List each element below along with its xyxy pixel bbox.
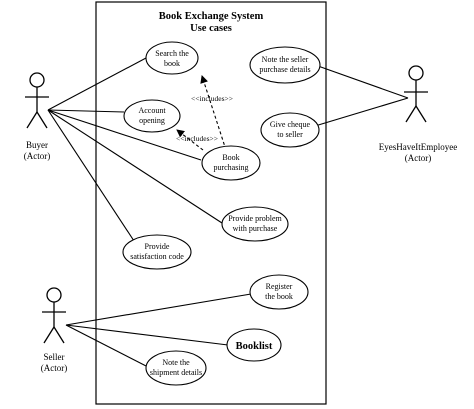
uc-label-line2: the book: [265, 292, 293, 301]
uc-label-line2: book: [164, 59, 180, 68]
employee-associations: [314, 65, 409, 127]
uc-label-line2: opening: [139, 116, 165, 125]
uc-label-line1: Search the: [155, 49, 189, 58]
use-case-satisfaction-code: Provide satisfaction code: [122, 234, 192, 270]
uc-label-line1: Book: [222, 153, 239, 162]
uc-label-line2: to seller: [277, 130, 303, 139]
use-case-register-book: Register the book: [249, 274, 309, 310]
employee-stick-figure-icon: [404, 65, 428, 123]
include-label-search: <<includes>>: [191, 94, 233, 103]
seller-stick-figure-icon: [42, 287, 66, 344]
assoc-seller-shipment: [65, 324, 151, 369]
uc-label-line2: satisfaction code: [130, 252, 184, 261]
seller-name: Seller: [44, 352, 65, 362]
assoc-buyer-satisfaction: [47, 109, 137, 245]
system-subtitle: Use cases: [190, 23, 232, 34]
uc-label-line1: Provide: [145, 242, 170, 251]
buyer-name: Buyer: [26, 140, 48, 150]
seller-associations: [65, 293, 252, 369]
uc-label-line1: Account: [138, 106, 166, 115]
use-case-search-the-book: Search the book: [145, 41, 199, 75]
uc-label-line2: with purchase: [233, 224, 278, 233]
assoc-employee-note-seller: [317, 65, 409, 99]
uc-label-line1: Provide problem: [228, 214, 282, 223]
use-case-account-opening: Account opening: [123, 99, 181, 133]
employee-name: EyesHaveItEmployee: [379, 142, 457, 152]
use-case-book-purchasing: Book purchasing: [201, 145, 261, 181]
employee-role: (Actor): [405, 153, 432, 163]
assoc-buyer-purchasing: [47, 109, 202, 161]
uc-label-line2: purchase details: [259, 65, 310, 74]
uc-label-line2: purchasing: [213, 163, 248, 172]
buyer-stick-figure-icon: [25, 72, 49, 129]
assoc-seller-booklist: [65, 324, 229, 346]
assoc-buyer-account: [47, 109, 125, 113]
use-case-provide-problem: Provide problem with purchase: [221, 206, 289, 242]
assoc-buyer-problem: [47, 109, 223, 224]
actor-seller: Seller (Actor): [41, 287, 68, 373]
include-arrow-search: [200, 75, 227, 151]
use-case-note-seller-details: Note the seller purchase details: [249, 46, 321, 84]
use-case-give-cheque: Give cheque to seller: [260, 112, 320, 148]
assoc-seller-register: [65, 293, 252, 326]
assoc-buyer-search: [47, 57, 147, 111]
include-label-account: <<includes>>: [176, 134, 218, 143]
uc-label-line2: shipment details: [150, 368, 202, 377]
actor-employee: EyesHaveItEmployee (Actor): [379, 65, 457, 163]
system-title: Book Exchange System: [159, 11, 264, 22]
uc-label-line1: Note the seller: [262, 55, 309, 64]
uc-label-line1: Booklist: [236, 341, 273, 352]
seller-role: (Actor): [41, 363, 68, 373]
uc-label-line1: Give cheque: [270, 120, 311, 129]
use-case-booklist: Booklist: [226, 328, 282, 362]
uc-label-line1: Note the: [162, 358, 190, 367]
buyer-role: (Actor): [24, 151, 51, 161]
use-case-shipment-details: Note the shipment details: [145, 350, 207, 386]
uc-label-line1: Register: [266, 282, 293, 291]
buyer-associations: [47, 57, 223, 245]
actor-buyer: Buyer (Actor): [24, 72, 51, 161]
assoc-employee-cheque: [314, 97, 409, 127]
